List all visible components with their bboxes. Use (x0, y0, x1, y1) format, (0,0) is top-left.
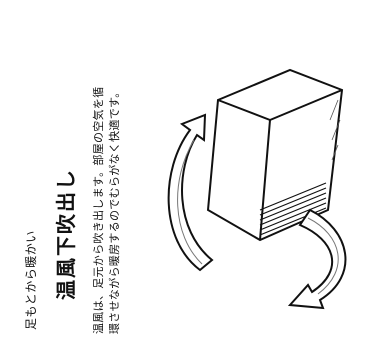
airflow-arrow-right-icon (287, 208, 347, 310)
heater-unit-icon (206, 68, 344, 242)
subtitle: 足もとから暖かい (24, 230, 38, 330)
airflow-arrow-left-icon (167, 113, 214, 272)
heater-airflow-illustration-icon (167, 68, 347, 310)
description-line-1: 温風は、足元から吹き出します。部屋の空気を循 (92, 86, 105, 335)
page-title: 温風下吹出し (54, 168, 78, 300)
description-line-2: 環させながら暖房するのでむらがなく快適です。 (108, 86, 121, 335)
